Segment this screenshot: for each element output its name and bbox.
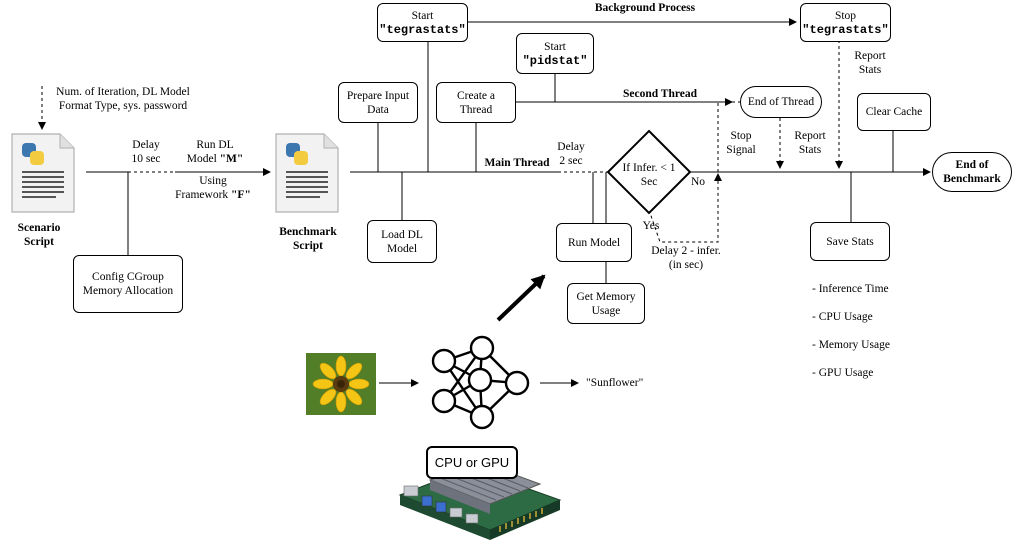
scenario-script-label: Scenario Script: [17, 222, 61, 248]
no-label: No: [690, 176, 706, 188]
using-framework-label: Using Framework "F": [168, 174, 258, 202]
report-stats-label: Report Stats: [854, 50, 886, 76]
stop-signal-label: Stop Signal: [726, 130, 756, 156]
background-process-label: Background Process: [594, 2, 696, 14]
using-framework-text: Using Framework: [175, 175, 229, 201]
delay-2-infer-label: Delay 2 - infer. (in sec): [651, 245, 721, 271]
load-dl-model-box: Load DL Model: [367, 220, 437, 263]
run-model-box: Run Model: [556, 223, 632, 262]
start-tegrastats-cmd: "tegrastats": [379, 22, 466, 37]
save-stats-box: Save Stats: [810, 222, 890, 261]
run-dl-model-text: Run DL Model: [186, 139, 234, 165]
inference-output-label: "Sunflower": [586, 377, 644, 389]
big-arrow: [496, 274, 546, 322]
config-cgroup-box: Config CGroup Memory Allocation: [73, 255, 183, 313]
start-tegrastats-box: Start "tegrastats": [377, 3, 468, 42]
sunflower-image: [306, 353, 376, 415]
run-dl-model-label: Run DL Model "M": [180, 138, 250, 166]
stats-item: - Inference Time: [812, 283, 889, 295]
python-script-icon: [11, 133, 75, 213]
stats-list: - Inference Time - CPU Usage - Memory Us…: [812, 268, 912, 394]
stop-tegrastats-box: Stop "tegrastats": [800, 3, 891, 42]
main-thread-label: Main Thread: [484, 157, 550, 169]
scenario-input-note: Num. of Iteration, DL Model Format Type,…: [56, 86, 190, 112]
stop-tegrastats-title: Stop: [834, 9, 857, 22]
decision-diamond: [606, 129, 692, 215]
yes-label: Yes: [642, 220, 660, 232]
report-stats-label: Report Stats: [794, 130, 826, 156]
using-framework-name: "F": [231, 189, 251, 201]
create-thread-box: Create a Thread: [436, 82, 516, 123]
start-pidstat-cmd: "pidstat": [522, 53, 588, 68]
clear-cache-box: Clear Cache: [857, 93, 931, 131]
end-of-thread-box: End of Thread: [740, 86, 822, 118]
start-pidstat-box: Start "pidstat": [516, 33, 594, 74]
end-of-benchmark-box: End of Benchmark: [932, 152, 1012, 192]
delay-10-label: Delay 10 sec: [131, 139, 161, 165]
start-pidstat-title: Start: [544, 40, 566, 53]
delay-2-label: Delay 2 sec: [557, 141, 585, 167]
prepare-input-box: Prepare Input Data: [338, 82, 418, 123]
run-dl-model-name: "M": [219, 153, 244, 165]
second-thread-label: Second Thread: [622, 88, 698, 100]
python-script-icon: [275, 133, 339, 213]
stats-item: - GPU Usage: [812, 367, 874, 379]
cpu-gpu-chip: CPU or GPU: [426, 446, 518, 479]
decision-label: If Infer. < 1 Sec: [622, 162, 676, 188]
start-tegrastats-title: Start: [411, 9, 434, 22]
get-memory-usage-box: Get Memory Usage: [567, 283, 645, 324]
neural-network-icon: [431, 335, 530, 430]
stop-tegrastats-cmd: "tegrastats": [802, 22, 889, 37]
stats-item: - CPU Usage: [812, 311, 873, 323]
stats-item: - Memory Usage: [812, 339, 890, 351]
benchmark-script-label: Benchmark Script: [279, 226, 337, 252]
